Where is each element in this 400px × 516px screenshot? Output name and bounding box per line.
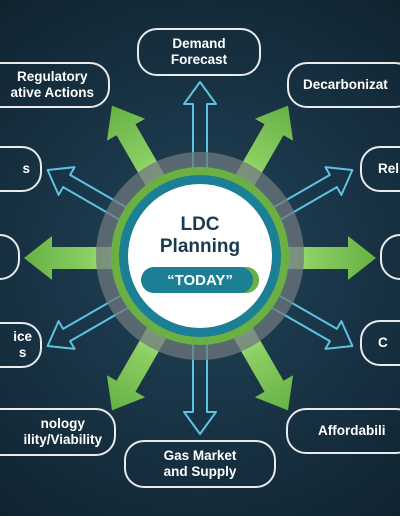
node-left-upper: s [0, 146, 42, 192]
center-title-line2: Planning [159, 235, 241, 257]
node-technology: nology ility/Viability [0, 408, 116, 456]
center-title-line1: LDC [180, 214, 220, 235]
node-gas-market: Gas Market and Supply [124, 440, 276, 488]
center-disc [128, 184, 272, 328]
today-badge: “TODAY” [141, 267, 259, 293]
node-regulatory: Regulatory ative Actions [0, 62, 110, 108]
node-left-lower: ice s [0, 322, 42, 368]
node-affordability: Affordabili [286, 408, 400, 454]
node-demand-forecast: Demand Forecast [137, 28, 261, 76]
node-right-lower: C [360, 320, 400, 366]
node-reliability: Rel [360, 146, 400, 192]
center-title: LDC Planning [128, 214, 272, 258]
node-decarbonization: Decarbonizat [287, 62, 400, 108]
